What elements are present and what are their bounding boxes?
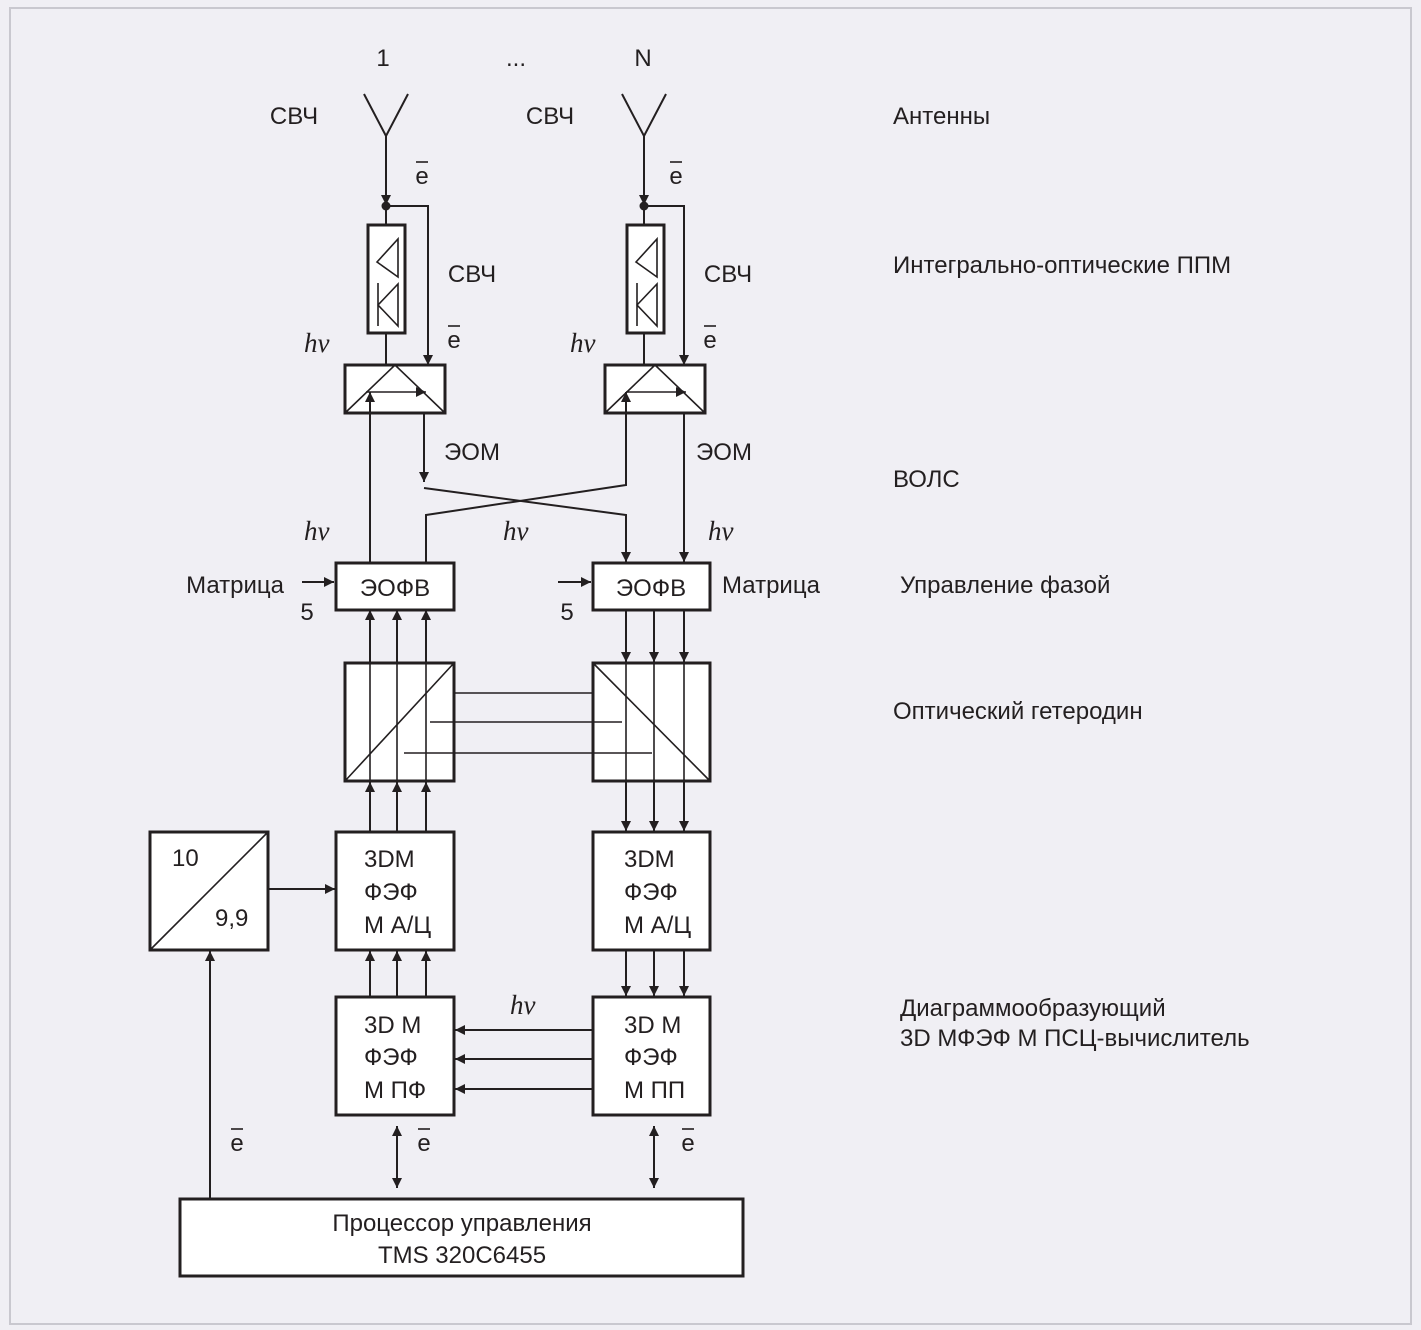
matrix-width-2: 5 [560,599,573,626]
label-phase-control: Управление фазой [900,572,1110,599]
arrows-eofv-to-het-right [621,610,689,662]
adc-block-1: 3DM ФЭФ М А/Ц [334,830,456,952]
e-vector-label-7: e [681,1128,695,1157]
svch-branch-2 [644,205,689,365]
label-vols: ВОЛС [893,466,960,493]
svg-text:e: e [230,1130,243,1157]
e-vector-label-3: e [447,325,461,354]
eofv-block-2: ЭОФВ [591,561,712,612]
svg-text:e: e [417,1130,430,1157]
arrows-het-to-adc-right [621,782,689,831]
arrows-pp-to-pf [455,1025,593,1094]
svg-text:TMS 320C6455: TMS 320C6455 [378,1242,546,1269]
hv-label-6: hν [510,990,536,1020]
label-beamforming-1: Диаграммообразующий [900,995,1166,1022]
svg-text:ФЭФ: ФЭФ [624,1044,678,1071]
arrows-adc-to-pp [621,951,689,996]
label-optical-heterodyne: Оптический гетеродин [893,698,1143,725]
adc-block-2: 3DM ФЭФ М А/Ц [591,830,712,952]
ppm-module-1 [366,223,407,335]
arrows-adc-to-het-left [365,782,431,832]
hv-label-5: hν [708,516,734,546]
hv-label-1: hν [304,328,330,358]
svg-text:e: e [447,327,460,354]
svg-text:3D М: 3D М [624,1012,681,1039]
svg-text:М А/Ц: М А/Ц [624,912,691,939]
svg-text:ФЭФ: ФЭФ [364,1044,418,1071]
hv-label-4: hν [503,516,529,546]
svg-text:Процессор управления: Процессор управления [332,1210,591,1237]
matrix-label-1: Матрица [186,572,285,599]
svg-text:М ПФ: М ПФ [364,1077,426,1104]
e-vector-label-2: e [669,161,683,190]
e-vector-label-6: e [417,1128,431,1157]
eom-modulator-1 [343,363,447,415]
svg-text:ФЭФ: ФЭФ [624,879,678,906]
e-vector-label-1: e [415,161,429,190]
matrix-label-2: Матрица [722,572,821,599]
label-beamforming-2: 3D МФЭФ М ПСЦ-вычислитель [900,1025,1250,1052]
svg-text:М ПП: М ПП [624,1077,685,1104]
frequency-divider-block: 10 9,9 [148,830,270,952]
svg-text:ФЭФ: ФЭФ [364,879,418,906]
label-integrated-optical-ppm: Интегрально-оптические ППМ [893,252,1231,279]
arrows-pf-to-adc [365,951,431,997]
antenna-ellipsis: ... [506,45,526,72]
label-antennas: Антенны [893,103,990,130]
eom-modulator-2 [603,363,707,415]
svch-label-antenna-1: СВЧ [270,103,318,130]
e-vector-label-5: e [230,1128,244,1157]
hv-label-3: hν [304,516,330,546]
svg-text:9,9: 9,9 [215,905,248,932]
eom-label-1: ЭОМ [444,439,500,466]
svch-label-ppm-1: СВЧ [448,261,496,288]
matrix-width-1: 5 [300,599,313,626]
eom-label-2: ЭОМ [696,439,752,466]
svch-label-antenna-n: СВЧ [526,103,574,130]
svg-text:e: e [703,327,716,354]
svch-branch-1 [386,205,433,365]
svg-text:М А/Ц: М А/Ц [364,912,431,939]
svg-text:ЭОФВ: ЭОФВ [360,575,430,602]
svg-text:3DM: 3DM [624,846,675,873]
pf-block: 3D М ФЭФ М ПФ [334,995,456,1117]
svg-text:e: e [681,1130,694,1157]
eofv-block-1: ЭОФВ [334,561,456,612]
svg-text:3DM: 3DM [364,846,415,873]
heterodyne-links [404,692,652,754]
antenna-1-label: 1 [376,45,389,72]
control-processor-block: Процессор управления TMS 320C6455 [178,1197,745,1278]
arrows-het-to-eofv-left [365,610,431,663]
svg-text:ЭОФВ: ЭОФВ [616,575,686,602]
hv-label-2: hν [570,328,596,358]
fiber-cross-down [423,487,631,562]
antenna-n-label: N [634,45,651,72]
svg-text:10: 10 [172,845,199,872]
e-vector-label-4: e [703,325,717,354]
fiber-cross-up [425,392,631,562]
svg-text:3D М: 3D М [364,1012,421,1039]
svch-label-ppm-2: СВЧ [704,261,752,288]
pp-block: 3D М ФЭФ М ПП [591,995,712,1117]
svg-text:e: e [415,163,428,190]
svg-text:e: e [669,163,682,190]
ppm-module-2 [625,223,666,335]
